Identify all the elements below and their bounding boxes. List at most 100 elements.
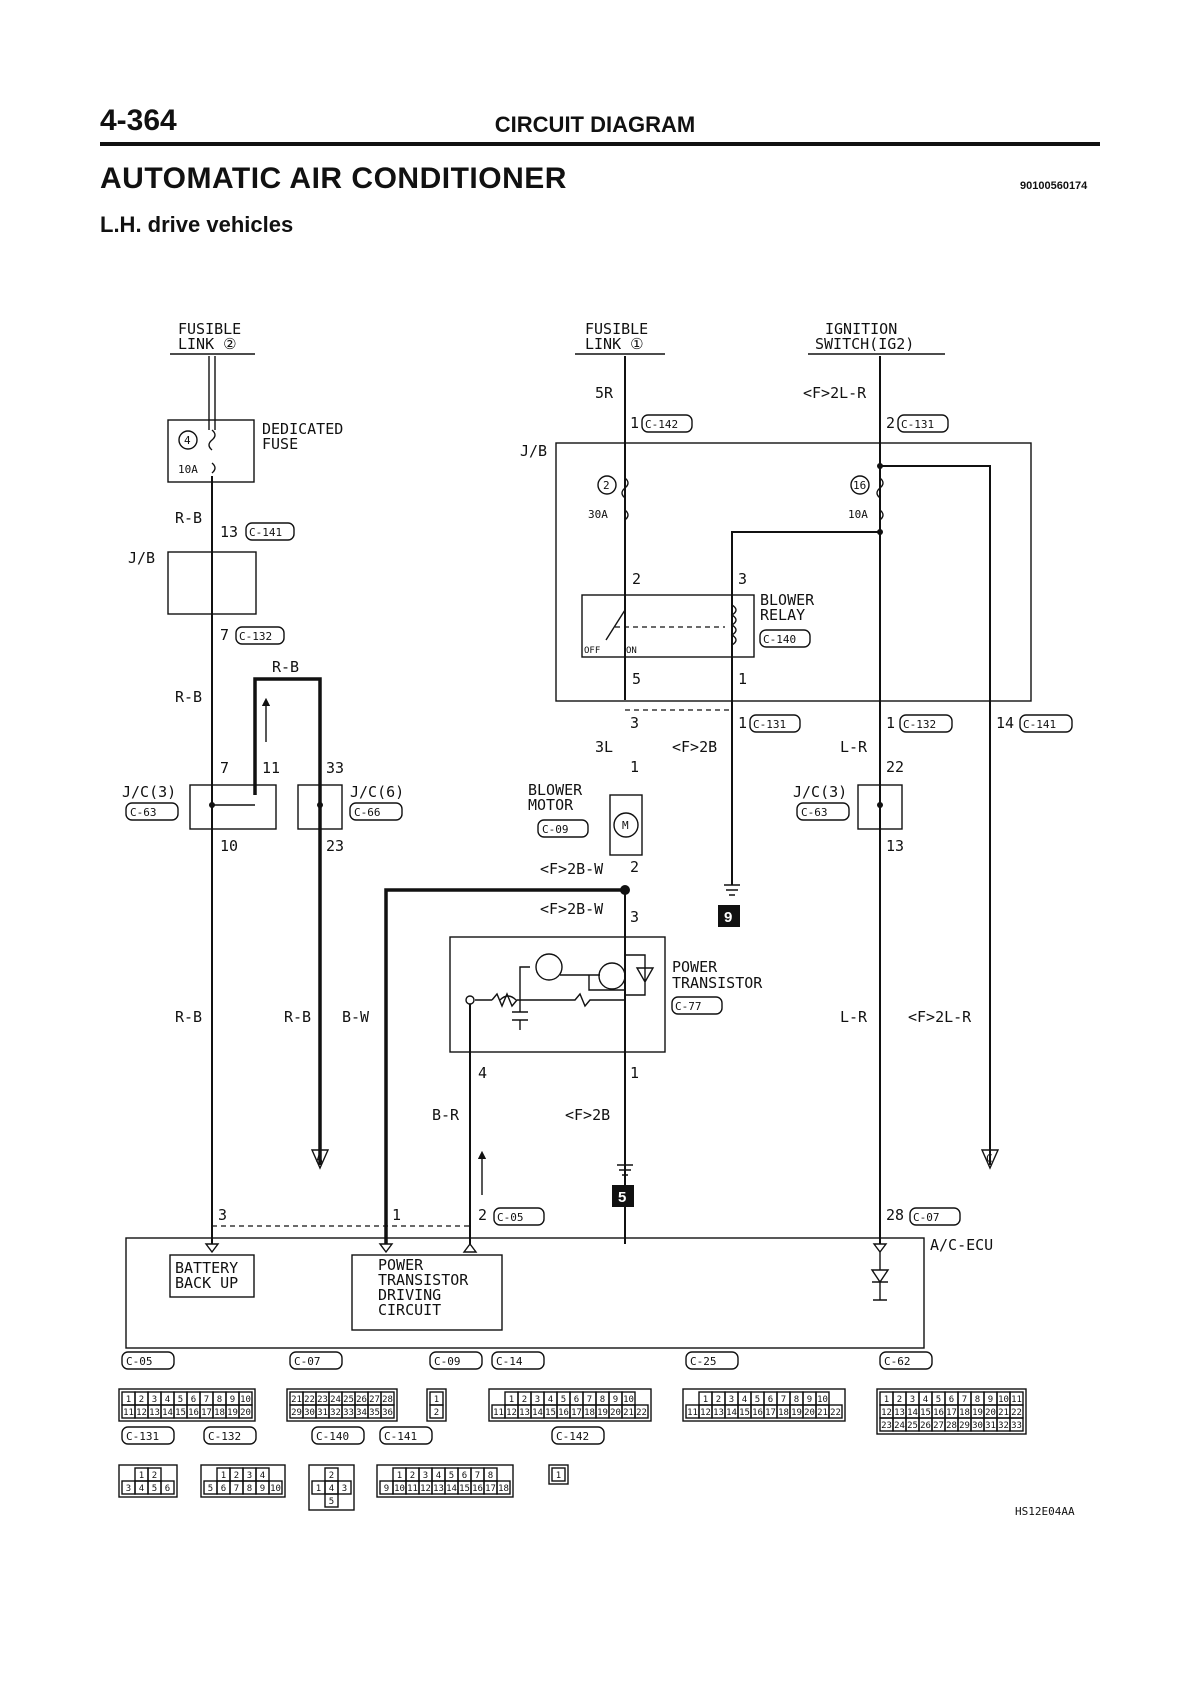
svg-text:R-B: R-B bbox=[284, 1008, 311, 1026]
svg-text:<F>2B: <F>2B bbox=[672, 738, 717, 756]
connector-pin: 6 bbox=[462, 1471, 467, 1481]
svg-text:10A: 10A bbox=[178, 463, 198, 476]
connector-pin: 10 bbox=[998, 1395, 1009, 1405]
svg-text:BATTERY: BATTERY bbox=[175, 1259, 238, 1277]
connector-pin: 22 bbox=[636, 1408, 647, 1418]
connector-pin: 5 bbox=[449, 1471, 454, 1481]
svg-text:3: 3 bbox=[630, 714, 639, 732]
connector-pin: 5 bbox=[178, 1395, 183, 1405]
connector-pin: 11 bbox=[407, 1484, 418, 1494]
connector-pin: 7 bbox=[587, 1395, 592, 1405]
connector-pin: 19 bbox=[227, 1408, 238, 1418]
connector-pin: 1 bbox=[316, 1484, 321, 1494]
svg-text:1: 1 bbox=[630, 758, 639, 776]
svg-text:R-B: R-B bbox=[272, 658, 299, 676]
svg-text:J/B: J/B bbox=[520, 442, 547, 460]
svg-text:RELAY: RELAY bbox=[760, 606, 805, 624]
connector-pin: 13 bbox=[713, 1408, 724, 1418]
connector-pin: 33 bbox=[343, 1408, 354, 1418]
connector-label: C-09 bbox=[434, 1355, 461, 1368]
connector-pin: 19 bbox=[597, 1408, 608, 1418]
connector-pin: 7 bbox=[475, 1471, 480, 1481]
svg-text:C-77: C-77 bbox=[675, 1000, 702, 1013]
connector-pin: 1 bbox=[703, 1395, 708, 1405]
svg-text:POWER: POWER bbox=[672, 958, 718, 976]
svg-text:<F>2B-W: <F>2B-W bbox=[540, 860, 604, 878]
svg-text:C-131: C-131 bbox=[901, 418, 934, 431]
connector-pin: 3 bbox=[910, 1395, 915, 1405]
svg-text:TRANSISTOR: TRANSISTOR bbox=[672, 974, 763, 992]
connector-pin: 10 bbox=[240, 1395, 251, 1405]
connector-pin: 27 bbox=[369, 1395, 380, 1405]
svg-text:R-B: R-B bbox=[175, 509, 202, 527]
connector-pin: 3 bbox=[423, 1471, 428, 1481]
svg-text:<F>2L-R: <F>2L-R bbox=[803, 384, 867, 402]
svg-text:1: 1 bbox=[738, 714, 747, 732]
connector-pin: 11 bbox=[687, 1408, 698, 1418]
connector-pin: 25 bbox=[343, 1395, 354, 1405]
svg-text:<F>2B: <F>2B bbox=[565, 1106, 610, 1124]
header-rule bbox=[100, 142, 1100, 146]
connector-pin: 31 bbox=[985, 1421, 996, 1431]
connector-pin: 14 bbox=[907, 1408, 918, 1418]
svg-text:<F>2L-R: <F>2L-R bbox=[908, 1008, 972, 1026]
svg-text:J/C(3): J/C(3) bbox=[122, 783, 176, 801]
connector-pin: 4 bbox=[436, 1471, 441, 1481]
connector-pin: 12 bbox=[136, 1408, 147, 1418]
connector-pin: 1 bbox=[556, 1471, 561, 1481]
connector-pin: 3 bbox=[152, 1395, 157, 1405]
connector-pin: 24 bbox=[330, 1395, 341, 1405]
svg-text:2: 2 bbox=[886, 414, 895, 432]
connector-pin: 20 bbox=[240, 1408, 251, 1418]
svg-text:L-R: L-R bbox=[840, 738, 868, 756]
connector-label: C-05 bbox=[126, 1355, 153, 1368]
ignition-switch-ig2: IGNITION SWITCH(IG2) bbox=[808, 320, 945, 355]
svg-text:1: 1 bbox=[392, 1206, 401, 1224]
connector-pin: 6 bbox=[165, 1484, 170, 1494]
connector-label: C-132 bbox=[208, 1430, 241, 1443]
svg-text:3: 3 bbox=[218, 1206, 227, 1224]
svg-text:9: 9 bbox=[724, 909, 732, 926]
connector-pin: 21 bbox=[998, 1408, 1009, 1418]
connector-pin: 1 bbox=[221, 1471, 226, 1481]
connector-pin: 34 bbox=[356, 1408, 367, 1418]
connector-pin: 8 bbox=[247, 1484, 252, 1494]
connector-pin: 16 bbox=[558, 1408, 569, 1418]
connector-pin: 11 bbox=[1011, 1395, 1022, 1405]
connector-pin: 19 bbox=[791, 1408, 802, 1418]
connector-pin: 3 bbox=[535, 1395, 540, 1405]
connector-pin: 10 bbox=[817, 1395, 828, 1405]
connector-pin: 15 bbox=[920, 1408, 931, 1418]
svg-text:2: 2 bbox=[603, 479, 610, 492]
connector-pin: 30 bbox=[304, 1408, 315, 1418]
svg-text:MOTOR: MOTOR bbox=[528, 796, 574, 814]
power-transistor-driving-circuit-box bbox=[351, 1254, 503, 1331]
connector-label: C-25 bbox=[690, 1355, 717, 1368]
connector-pin: 21 bbox=[623, 1408, 634, 1418]
connector-pin: 12 bbox=[420, 1484, 431, 1494]
connector-pin: 9 bbox=[260, 1484, 265, 1494]
connector-pin: 7 bbox=[781, 1395, 786, 1405]
svg-text:2: 2 bbox=[478, 1206, 487, 1224]
connector-pin: 5 bbox=[936, 1395, 941, 1405]
connector-pin: 1 bbox=[434, 1395, 439, 1405]
svg-text:4: 4 bbox=[478, 1064, 487, 1082]
svg-text:3: 3 bbox=[738, 570, 747, 588]
connector-pin: 15 bbox=[459, 1484, 470, 1494]
connector-pin: 5 bbox=[561, 1395, 566, 1405]
svg-text:DRIVING: DRIVING bbox=[378, 1286, 441, 1304]
connector-pin: 28 bbox=[382, 1395, 393, 1405]
connector-pin: 17 bbox=[946, 1408, 957, 1418]
connector-pin: 13 bbox=[149, 1408, 160, 1418]
connector-pin: 20 bbox=[610, 1408, 621, 1418]
junction-connector-3-right bbox=[857, 784, 903, 830]
connector-pin: 2 bbox=[410, 1471, 415, 1481]
connector-pin: 25 bbox=[907, 1421, 918, 1431]
connector-label: C-140 bbox=[316, 1430, 349, 1443]
svg-text:1: 1 bbox=[738, 670, 747, 688]
svg-text:J/C(3): J/C(3) bbox=[793, 783, 847, 801]
